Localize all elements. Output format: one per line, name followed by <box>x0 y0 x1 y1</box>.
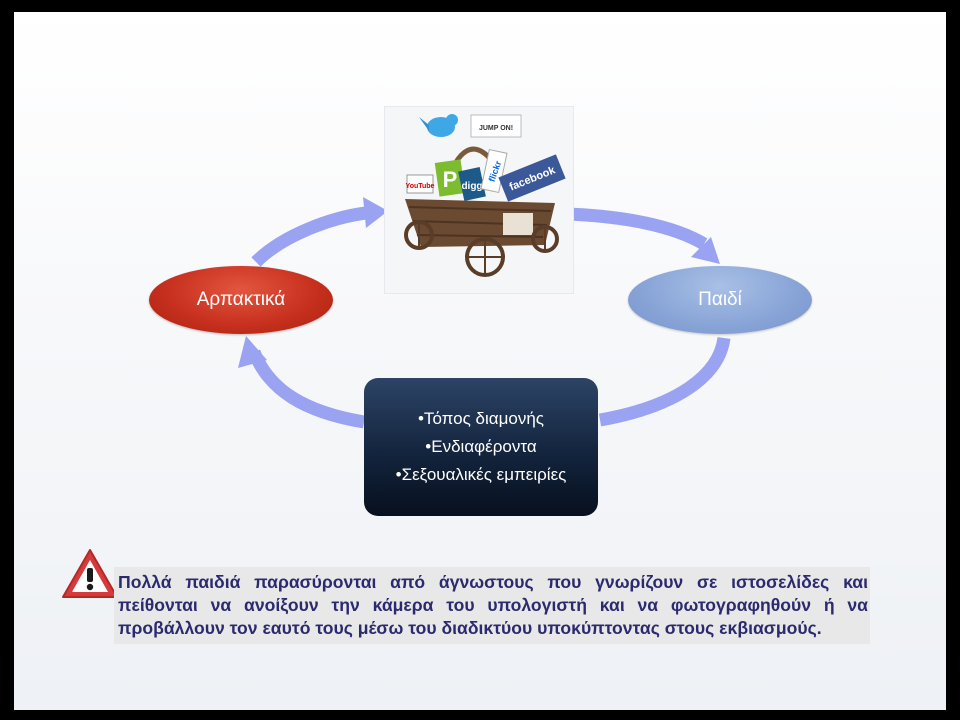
social-media-wagon-image: JUMP ON! YouTube P digg flickr facebook <box>384 106 574 294</box>
logo-p: P <box>443 167 458 192</box>
node-predators-label: Αρπακτικά <box>196 289 286 310</box>
info-item-residence: •Τόπος διαμονής <box>417 409 544 428</box>
info-box: •Τόπος διαμονής •Ενδιαφέροντα •Σεξουαλικ… <box>364 378 598 516</box>
wagon-illustration: JUMP ON! YouTube P digg flickr facebook <box>385 107 573 293</box>
warning-text: Πολλά παιδιά παρασύρονται από άγνωστους … <box>114 567 870 644</box>
logo-digg: digg <box>461 181 482 192</box>
sign-text: JUMP ON! <box>479 125 513 132</box>
node-child-label: Παιδί <box>698 289 742 310</box>
info-item-sexual-experiences: •Σεξουαλικές εμπειρίες <box>395 465 567 484</box>
node-child: Παιδί <box>628 266 812 334</box>
arrowhead-image <box>363 197 388 228</box>
cycle-arrows <box>238 197 731 429</box>
arrowhead-child <box>691 237 720 264</box>
arrow-predators-to-image <box>251 206 367 267</box>
arrow-child-to-box <box>598 336 731 427</box>
arrowhead-predators <box>238 336 267 368</box>
logo-youtube: YouTube <box>406 183 435 190</box>
arrow-image-to-child <box>565 207 708 250</box>
slide: JUMP ON! YouTube P digg flickr facebook <box>14 12 946 710</box>
node-predators: Αρπακτικά <box>149 266 333 334</box>
info-item-interests: •Ενδιαφέροντα <box>425 437 537 456</box>
warning-triangle-icon <box>62 549 118 598</box>
arrow-box-to-predators <box>247 349 366 429</box>
